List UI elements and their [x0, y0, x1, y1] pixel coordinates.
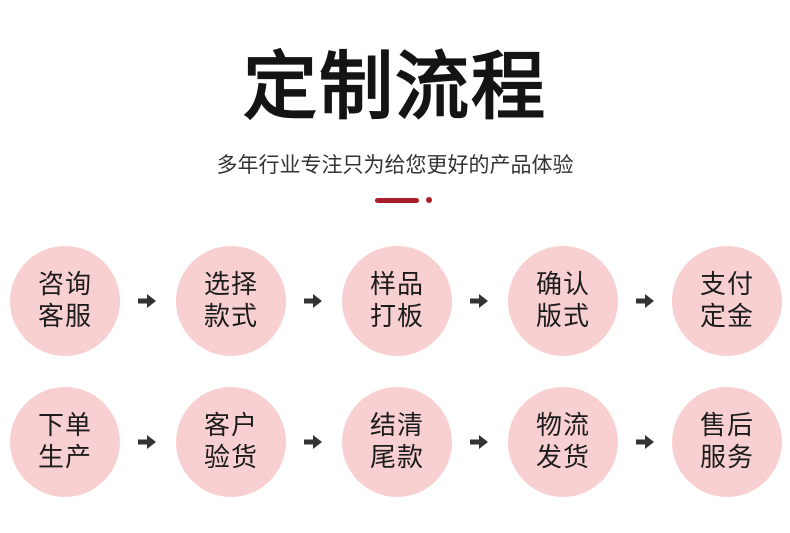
step-label: 确认版式	[535, 270, 590, 332]
right-arrow-icon	[138, 294, 156, 308]
step-confirm-layout: 确认版式	[508, 246, 618, 356]
right-arrow-icon	[636, 294, 654, 308]
right-arrow-icon	[636, 435, 654, 449]
step-final-payment: 结清尾款	[342, 387, 452, 497]
title-divider-line	[375, 198, 419, 203]
step-sample: 样品打板	[342, 246, 452, 356]
step-inspection: 客户验货	[176, 387, 286, 497]
page-subtitle: 多年行业专注只为给您更好的产品体验	[216, 153, 574, 177]
step-label: 样品打板	[369, 270, 424, 332]
step-label: 售后服务	[699, 411, 754, 473]
title-divider-dot	[426, 197, 432, 203]
step-shipping: 物流发货	[508, 387, 618, 497]
step-label: 结清尾款	[369, 411, 424, 473]
step-choose-style: 选择款式	[176, 246, 286, 356]
step-after-sales: 售后服务	[672, 387, 782, 497]
right-arrow-icon	[138, 435, 156, 449]
step-label: 物流发货	[535, 411, 590, 473]
step-label: 选择款式	[203, 270, 258, 332]
step-label: 下单生产	[37, 411, 92, 473]
step-consult: 咨询客服	[10, 246, 120, 356]
step-label: 咨询客服	[37, 270, 92, 332]
right-arrow-icon	[470, 435, 488, 449]
right-arrow-icon	[304, 294, 322, 308]
step-label: 支付定金	[699, 270, 754, 332]
right-arrow-icon	[470, 294, 488, 308]
process-row-1: 咨询客服 选择款式 样品打板 确认版式 支付定金	[0, 246, 790, 356]
step-pay-deposit: 支付定金	[672, 246, 782, 356]
right-arrow-icon	[304, 435, 322, 449]
process-row-2: 下单生产 客户验货 结清尾款 物流发货 售后服务	[0, 387, 790, 497]
page-title: 定制流程	[243, 44, 547, 130]
step-production: 下单生产	[10, 387, 120, 497]
step-label: 客户验货	[203, 411, 258, 473]
